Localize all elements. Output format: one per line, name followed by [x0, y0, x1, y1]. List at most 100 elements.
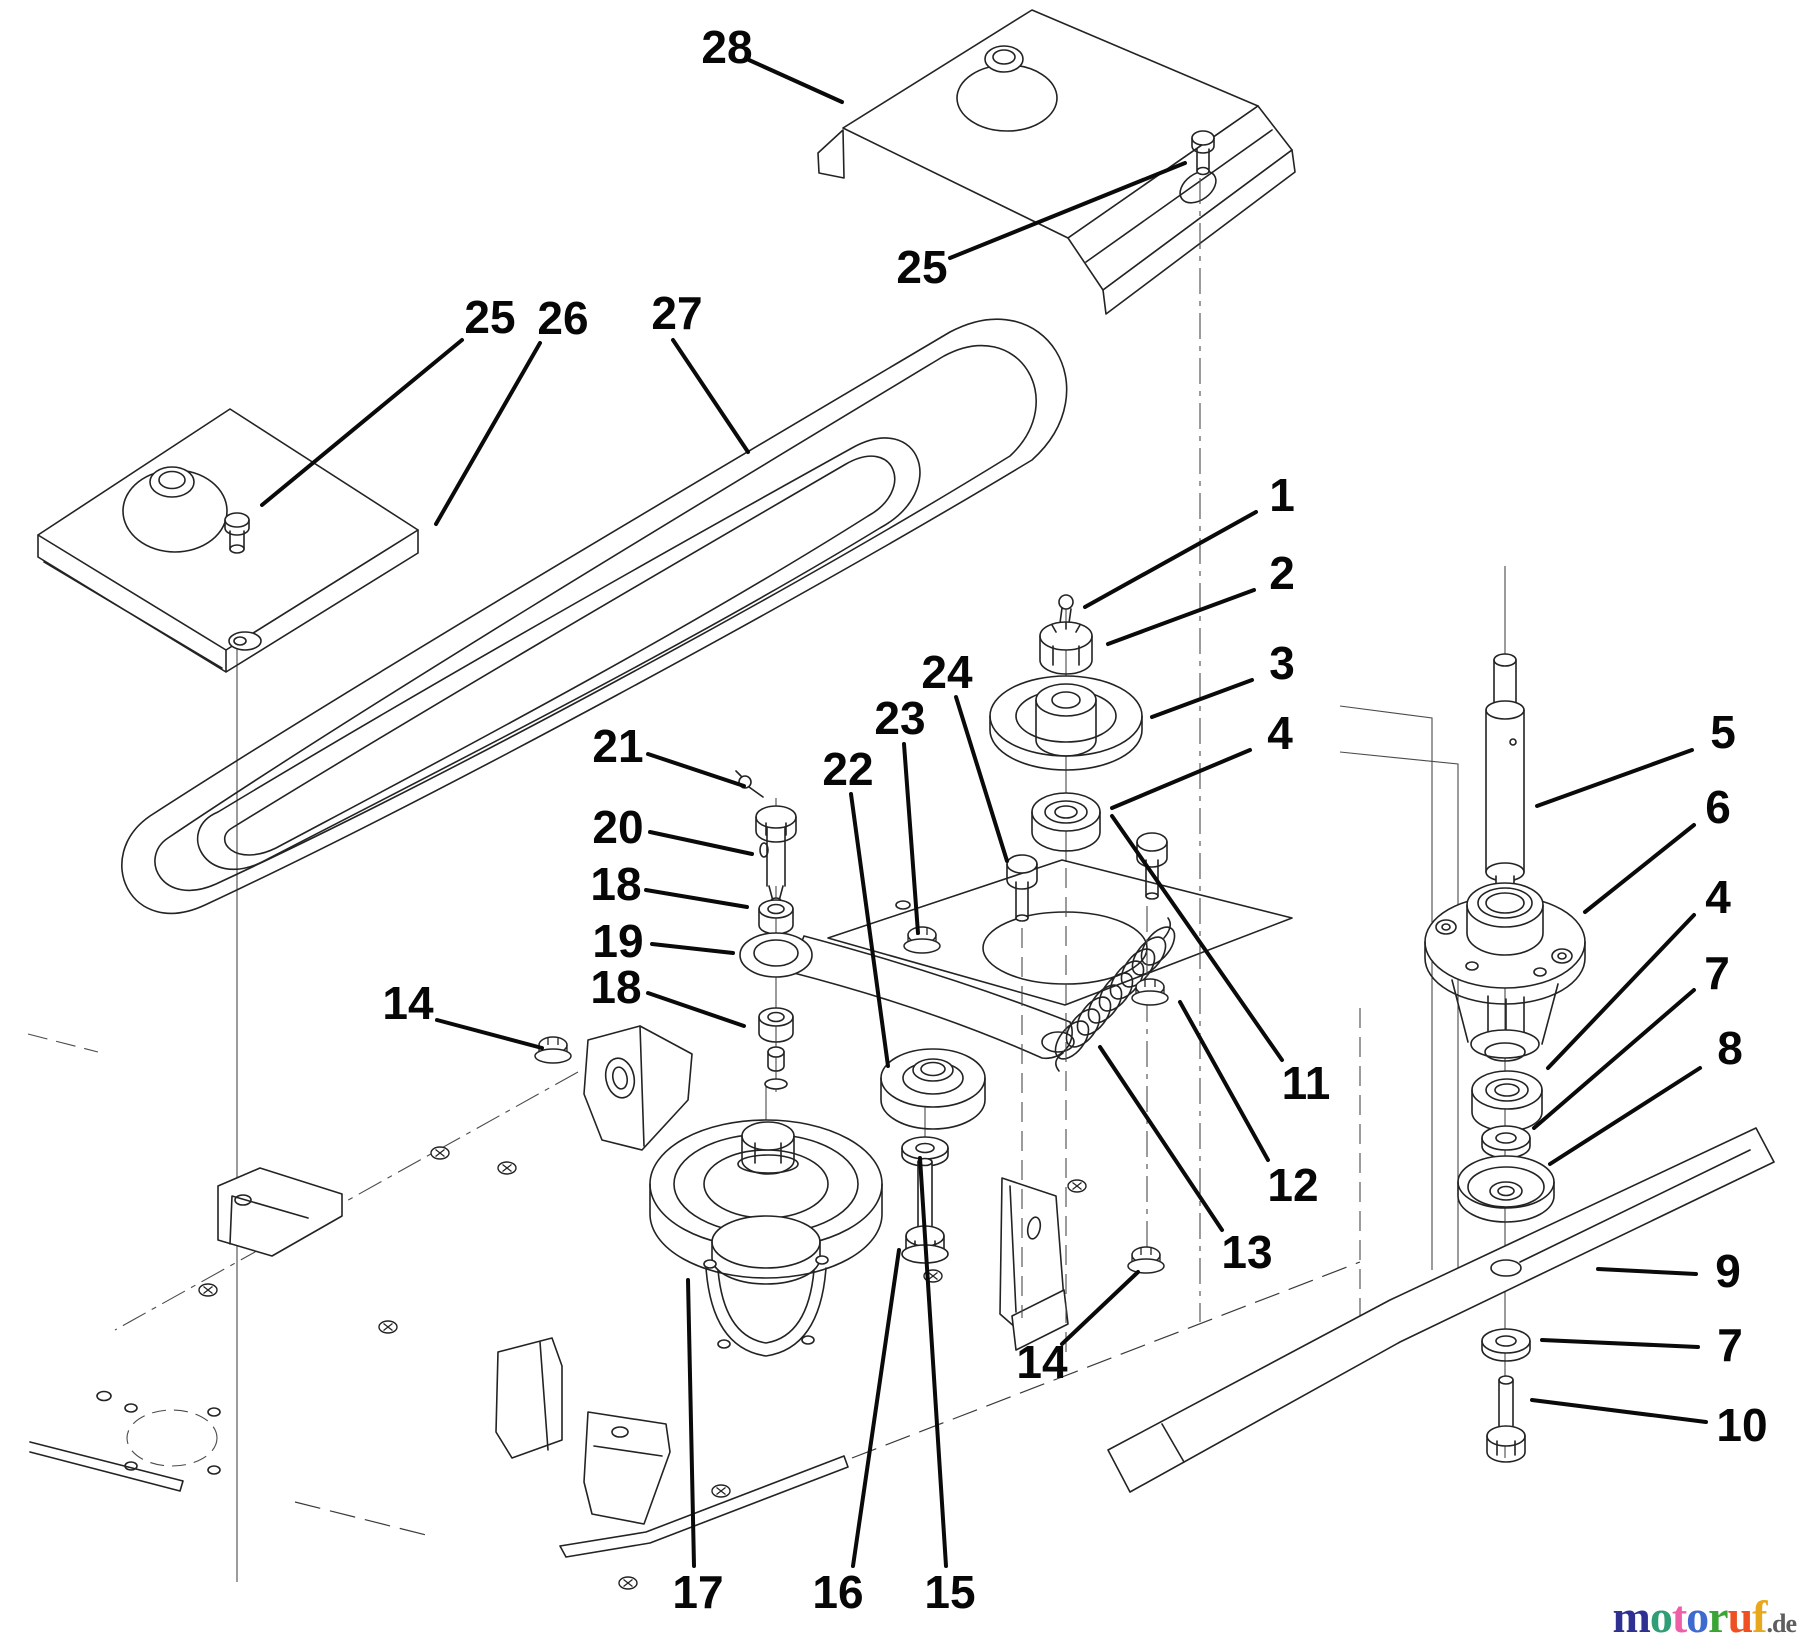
callout-label-17: 17	[672, 1566, 723, 1618]
callout-label-1: 1	[1269, 469, 1295, 521]
deck-hole-mark	[124, 1461, 138, 1471]
pivot-screw	[764, 1046, 788, 1090]
idler-washer	[901, 1136, 949, 1167]
callout-label-24: 24	[921, 646, 973, 698]
callout-label-11: 11	[1282, 1057, 1331, 1109]
leader-line-14	[1060, 1270, 1140, 1346]
spring-clip	[735, 770, 764, 798]
castle-nut	[1039, 621, 1093, 675]
cover-bolt-left	[224, 512, 250, 554]
deck-edge-dashes-mid	[294, 1501, 431, 1537]
leader-line-20	[648, 830, 754, 856]
logo-letter: f	[1752, 1591, 1768, 1642]
pulley-nut	[741, 1121, 795, 1175]
logo-letter: r	[1708, 1591, 1728, 1642]
logo-letter: m	[1613, 1591, 1651, 1642]
leader-line-10	[1530, 1398, 1708, 1424]
callout-label-20: 20	[592, 801, 643, 853]
deck-slot-2	[895, 900, 911, 910]
drive-belt	[121, 318, 1068, 915]
right-spindle-assembly	[1107, 653, 1775, 1493]
callout-label-22: 22	[822, 743, 873, 795]
callout-label-19: 19	[592, 915, 643, 967]
leader-line-9	[1596, 1267, 1698, 1276]
callout-label-4: 4	[1267, 707, 1293, 759]
deck-brackets	[217, 1025, 1069, 1525]
cover-right-lip	[1102, 149, 1296, 315]
callout-label-10: 10	[1716, 1399, 1767, 1451]
bushing-upper	[758, 899, 794, 935]
leader-line-6	[1583, 823, 1696, 914]
deck-hole-mark	[207, 1407, 221, 1417]
callout-label-13: 13	[1221, 1226, 1272, 1278]
leader-line-28	[747, 58, 844, 104]
bearing-center	[1031, 792, 1101, 852]
callout-label-4: 4	[1705, 871, 1731, 923]
deck-centerline	[114, 1071, 579, 1331]
leader-line-26	[434, 341, 542, 526]
callout-label-27: 27	[651, 287, 702, 339]
callout-label-6: 6	[1705, 781, 1731, 833]
deck-spindle-hole	[982, 911, 1148, 985]
leader-line-7	[1540, 1338, 1700, 1349]
leader-line-17	[686, 1278, 696, 1568]
washer-lower	[1481, 1328, 1531, 1362]
callout-label-3: 3	[1269, 637, 1295, 689]
blade-bolt	[1486, 1375, 1526, 1463]
leader-line-25	[948, 161, 1187, 260]
bracket-hole	[604, 1057, 636, 1099]
cover-right-dome	[956, 64, 1058, 132]
leader-line-18	[644, 888, 749, 909]
callout-label-26: 26	[537, 292, 588, 344]
leader-line-4	[1110, 748, 1252, 810]
deck-baffle-edge-2	[1339, 751, 1459, 1292]
leader-line-14	[435, 1018, 544, 1050]
callout-label-9: 9	[1715, 1245, 1741, 1297]
hex-bolt-a	[1006, 854, 1038, 922]
deck-access-hole	[126, 1409, 218, 1467]
leader-line-8	[1548, 1066, 1702, 1166]
deck-bracket-lower-a	[495, 1337, 563, 1459]
logo-letter: t	[1672, 1591, 1688, 1642]
callout-label-12: 12	[1267, 1159, 1318, 1211]
bracket-slot	[234, 1194, 252, 1206]
deck-bracket-left	[217, 1167, 343, 1257]
deck-hole-mark	[207, 1465, 221, 1475]
hex-bolt-b	[1136, 832, 1168, 900]
idler-bracket	[583, 1025, 693, 1151]
cover-bolt-right	[1191, 130, 1215, 176]
leader-line-13	[1098, 1045, 1224, 1232]
callout-label-18: 18	[590, 961, 641, 1013]
washer-upper	[1481, 1125, 1531, 1159]
leader-line-3	[1150, 678, 1254, 719]
callout-label-28: 28	[701, 21, 752, 73]
leader-line-7	[1532, 988, 1696, 1130]
leader-line-12	[1178, 1000, 1270, 1162]
leader-line-11	[1110, 814, 1284, 1062]
callout-label-21: 21	[592, 720, 643, 772]
callout-label-16: 16	[812, 1566, 863, 1618]
baffle-slot	[1026, 1216, 1042, 1240]
cover-right-hole	[992, 49, 1016, 65]
callout-label-5: 5	[1710, 706, 1736, 758]
cover-left-skirt	[37, 529, 419, 673]
callout-label-14: 14	[382, 977, 434, 1029]
callout-label-25: 25	[464, 291, 515, 343]
deck-baffle-tab	[1011, 1289, 1069, 1351]
leader-line-27	[671, 338, 750, 454]
spindle-pulley	[649, 1119, 883, 1357]
bracket-hole-2	[611, 1426, 629, 1438]
mounting-bolts	[1006, 832, 1168, 922]
blade-cup	[1457, 1155, 1555, 1223]
deck-bottom-edge-right	[559, 1455, 849, 1558]
pulley-hub-shell	[703, 1215, 829, 1357]
projection-lines	[1021, 178, 1201, 1352]
motoruf-logo: motoruf.de	[1613, 1591, 1797, 1642]
leader-line-18	[646, 991, 746, 1028]
cover-right-tab	[817, 129, 845, 179]
cover-flange-slot	[1179, 170, 1217, 204]
deck-bottom-edge-left	[29, 1441, 184, 1492]
callout-label-7: 7	[1704, 947, 1730, 999]
